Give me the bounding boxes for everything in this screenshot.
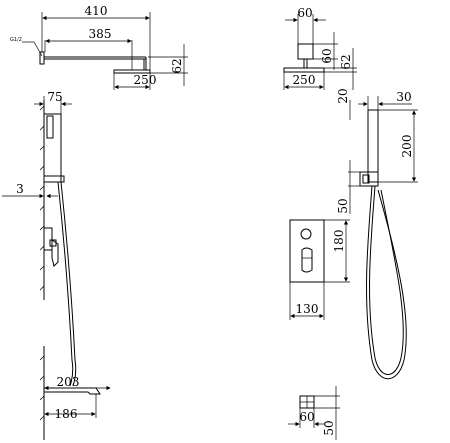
dim-180: 180 [332,230,346,253]
dim-50-elbow: 50 [336,198,350,213]
dim-30: 30 [396,90,411,104]
dim-203: 203 [57,375,80,389]
dim-200: 200 [400,135,414,158]
elbow-outlet [359,171,379,187]
ceiling-flange [297,43,314,60]
dim-60-flange-width: 60 [297,6,312,20]
dim-130: 130 [296,302,319,316]
valve-front-view: 180 130 [289,219,350,320]
thread-label: G1/2 [10,37,22,43]
dim-60-flange-height: 60 [320,48,334,63]
valve-lever-side [51,239,59,267]
dim-20: 20 [336,88,350,103]
hose-side [57,181,74,387]
hand-shower [46,115,54,139]
dim-250-front: 250 [293,73,316,87]
spout-front-view: 60 50 [288,386,340,440]
dim-62-front: 62 [339,54,353,69]
diverter-knob [300,228,312,240]
dim-3: 3 [16,182,24,196]
dim-50-spout: 50 [322,420,336,435]
wall-side-view: 75 3 203 186 [2,90,111,440]
hand-shower-front-view: 30 20 200 50 [336,88,418,380]
dim-410: 410 [85,4,108,18]
valve-plate-side [43,227,53,251]
dim-385: 385 [89,27,112,41]
shower-head-front [283,67,325,73]
shower-arm-side-view: G1/2 410 385 62 250 [10,4,188,90]
dim-75: 75 [47,90,62,104]
rail-front [367,109,379,183]
dim-60-spout: 60 [299,410,314,424]
dim-62: 62 [170,58,184,73]
shower-head-front-view: 60 60 62 250 [283,6,357,90]
valve-lever-front [301,247,313,273]
dim-250-side: 250 [134,73,157,87]
valve-plate-front [289,219,325,283]
hose-loop [366,185,407,380]
dim-186: 186 [55,407,78,421]
